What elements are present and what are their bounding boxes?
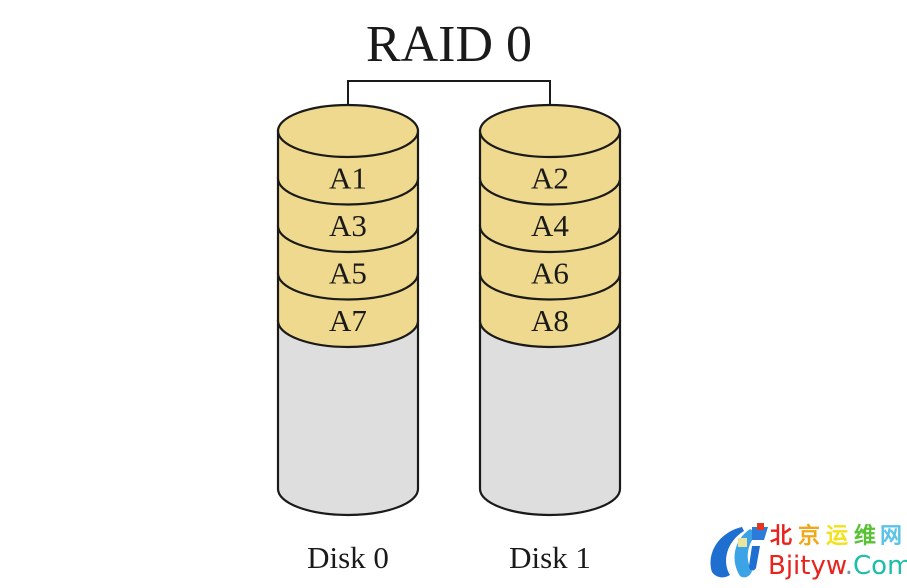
watermark-char-2: 京 [798,523,820,549]
block-label: A4 [531,208,569,243]
watermark-brand: Bjityw [768,551,847,581]
watermark: 北 京 运 维 网 Bjityw.Com [710,523,907,581]
block-label: A3 [329,208,367,243]
watermark-char-3: 运 [826,524,848,549]
block-label: A6 [531,256,569,291]
watermark-char-1: 北 [770,524,792,549]
block-label: A7 [329,303,367,338]
watermark-url: Bjityw.Com [768,551,907,581]
watermark-suffix: Com [853,551,907,581]
disk-label: Disk 1 [509,540,591,575]
disk-empty-space [276,319,420,517]
block-label: A5 [329,256,367,291]
watermark-logo-icon [710,523,768,578]
block-label: A8 [531,303,569,338]
diagram-title: RAID 0 [366,16,532,73]
disk-label: Disk 0 [307,540,389,575]
watermark-char-5: 网 [880,524,902,549]
disk-top [478,103,622,159]
block-label: A1 [329,161,367,196]
disk-empty-space [478,319,622,517]
block-label: A2 [531,161,569,196]
watermark-char-4: 维 [854,523,876,549]
disk-top [276,103,420,159]
watermark-dot: . [845,551,853,581]
watermark-chinese: 北 京 运 维 网 [770,523,902,549]
